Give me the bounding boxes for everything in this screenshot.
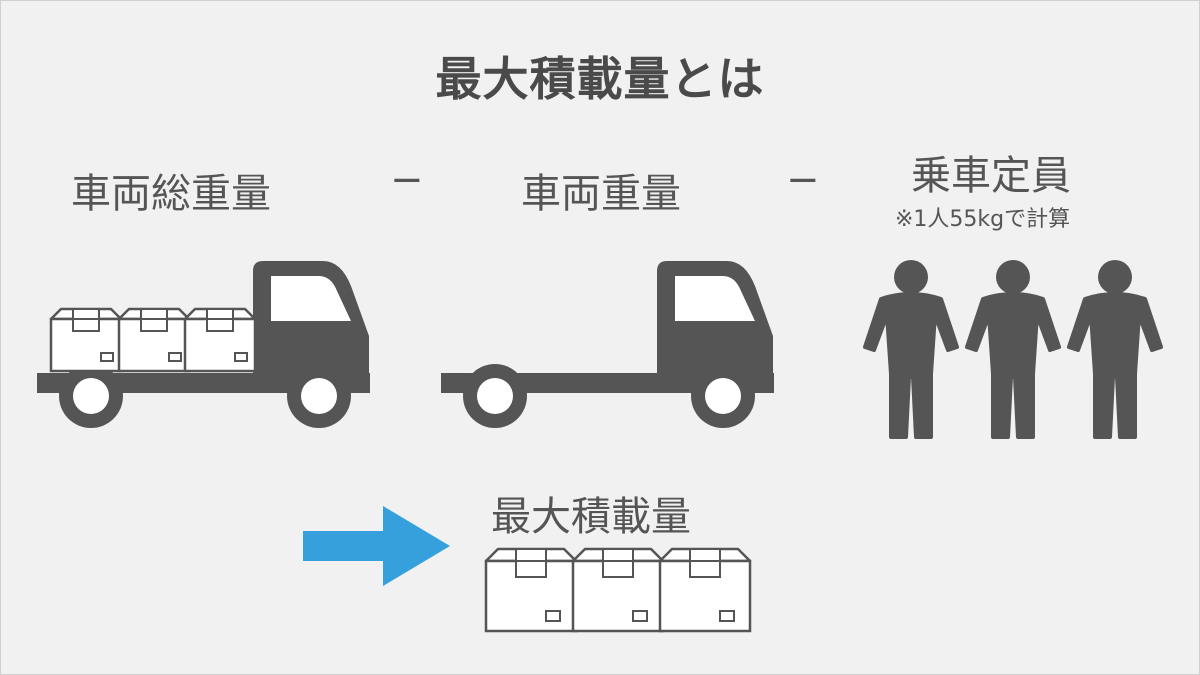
term-passenger-capacity: 乗車定員 [911,153,1071,199]
arrow-right-icon [303,506,450,586]
empty-truck-icon [441,261,774,428]
cargo-box-icon [571,547,665,633]
minus-operator-2: − [786,157,820,203]
cargo-box-icon [658,547,752,633]
result-label: 最大積載量 [491,494,691,540]
person-icon [965,258,1061,439]
person-icon [863,258,959,439]
cargo-box-icon [183,307,257,373]
term-gross-vehicle-weight: 車両総重量 [71,171,271,217]
cargo-box-icon [49,307,123,373]
minus-operator-1: − [390,157,424,203]
loaded-truck-icon [37,261,370,428]
term-vehicle-weight: 車両重量 [521,171,681,217]
cargo-box-icon [117,307,191,373]
cargo-box-icon [484,547,578,633]
person-icon [1067,258,1163,439]
page-title: 最大積載量とは [435,52,765,106]
passenger-weight-note: ※1人55kgで計算 [895,207,1071,232]
